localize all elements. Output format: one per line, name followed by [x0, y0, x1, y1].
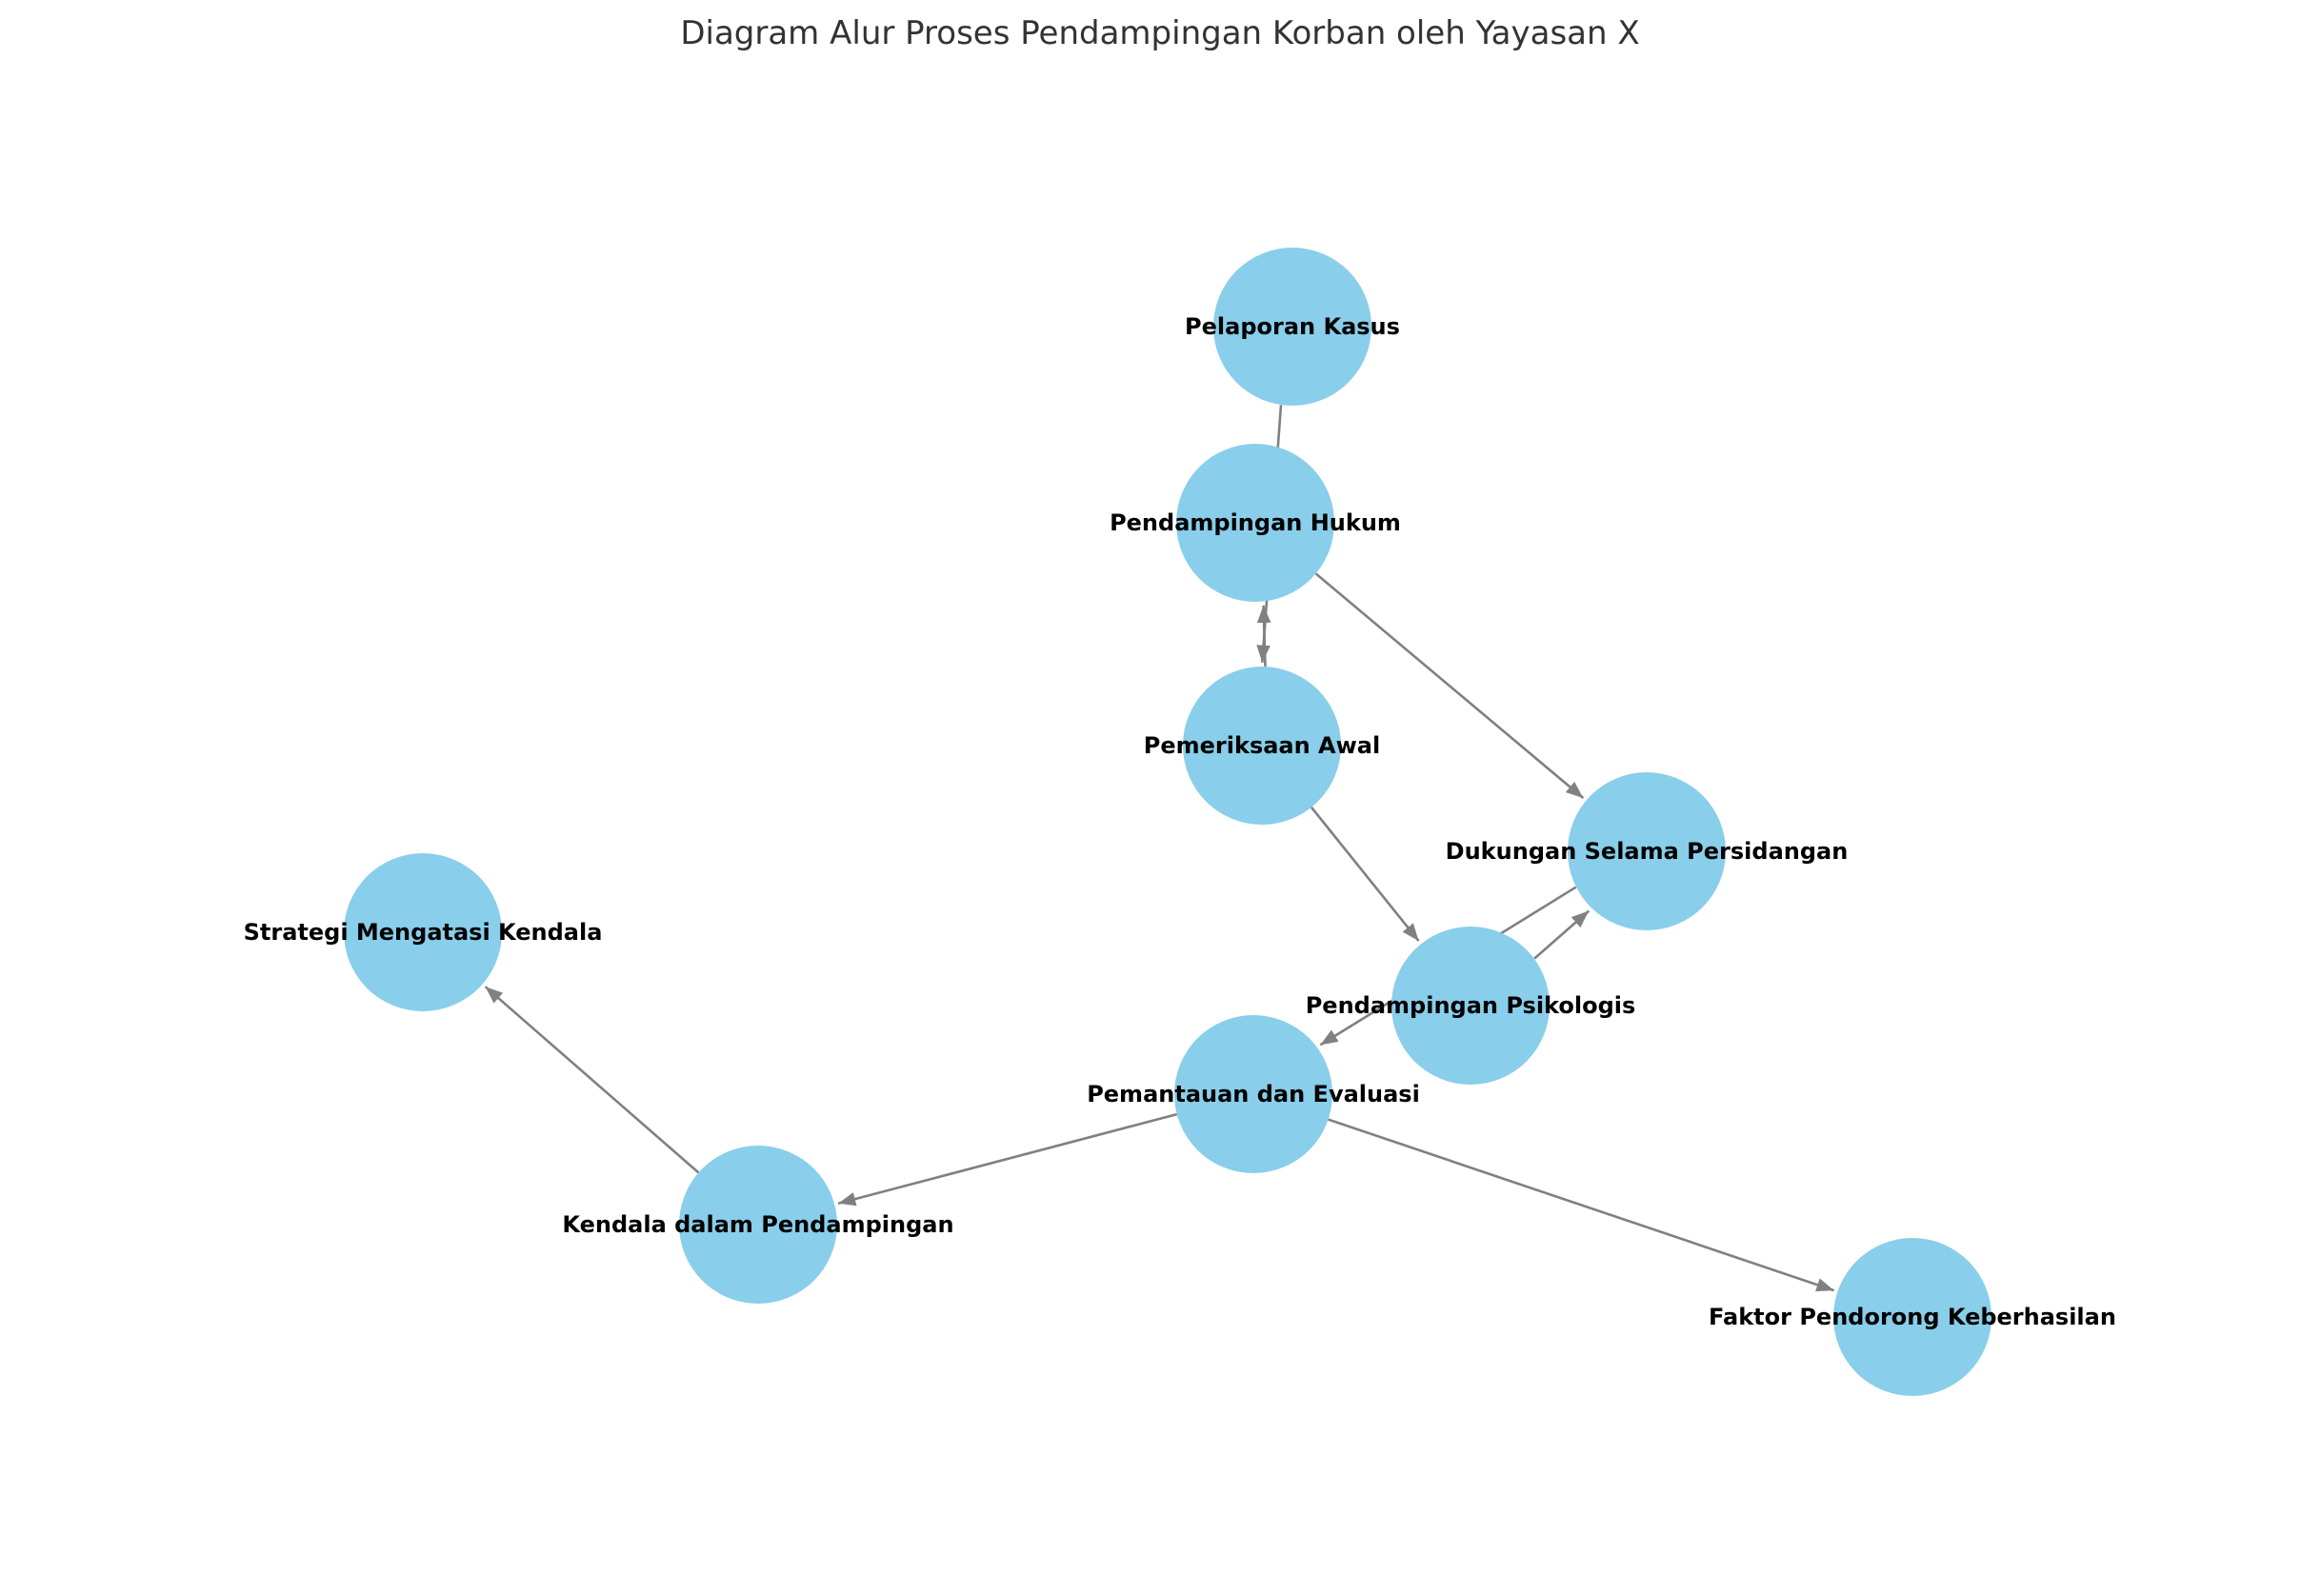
- node-label-persidangan: Dukungan Selama Persidangan: [1446, 838, 1849, 865]
- edge-pemeriksaan-to-hukum: [1256, 605, 1271, 667]
- edge-hukum-to-persidangan: [1314, 572, 1585, 800]
- node-circle: [1568, 772, 1726, 930]
- edge-psikologis-to-persidangan: [1533, 909, 1591, 960]
- node-circle: [1391, 927, 1550, 1085]
- edge-pemeriksaan-to-psikologis: [1310, 806, 1420, 942]
- edge-pemantauan-to-kendala: [837, 1112, 1178, 1207]
- node-circle: [679, 1146, 837, 1304]
- node-circle: [1176, 444, 1334, 602]
- node-label-strategi: Strategi Mengatasi Kendala: [244, 919, 603, 946]
- node-label-faktor: Faktor Pendorong Keberhasilan: [1709, 1304, 2116, 1330]
- node-pemantauan: [1174, 1015, 1332, 1173]
- node-strategi: [344, 853, 502, 1011]
- node-circle: [1833, 1238, 1991, 1396]
- node-label-hukum: Pendampingan Hukum: [1110, 509, 1401, 536]
- node-hukum: [1176, 444, 1334, 602]
- node-label-kendala: Kendala dalam Pendampingan: [562, 1211, 953, 1238]
- node-circle: [1213, 248, 1371, 406]
- node-psikologis: [1391, 927, 1550, 1085]
- node-label-psikologis: Pendampingan Psikologis: [1306, 992, 1636, 1019]
- node-label-pelaporan: Pelaporan Kasus: [1185, 313, 1400, 340]
- node-persidangan: [1568, 772, 1726, 930]
- edge-kendala-to-strategi: [484, 986, 700, 1174]
- node-pemeriksaan: [1183, 667, 1341, 825]
- node-circle: [344, 853, 502, 1011]
- node-circle: [1174, 1015, 1332, 1173]
- node-pelaporan: [1213, 248, 1371, 406]
- node-label-pemeriksaan: Pemeriksaan Awal: [1144, 732, 1380, 759]
- diagram-title: Diagram Alur Proses Pendampingan Korban …: [680, 14, 1639, 52]
- node-kendala: [679, 1146, 837, 1304]
- node-circle: [1183, 667, 1341, 825]
- node-label-pemantauan: Pemantauan dan Evaluasi: [1087, 1081, 1420, 1107]
- edge-pemantauan-to-faktor: [1328, 1118, 1835, 1292]
- node-faktor: [1833, 1238, 1991, 1396]
